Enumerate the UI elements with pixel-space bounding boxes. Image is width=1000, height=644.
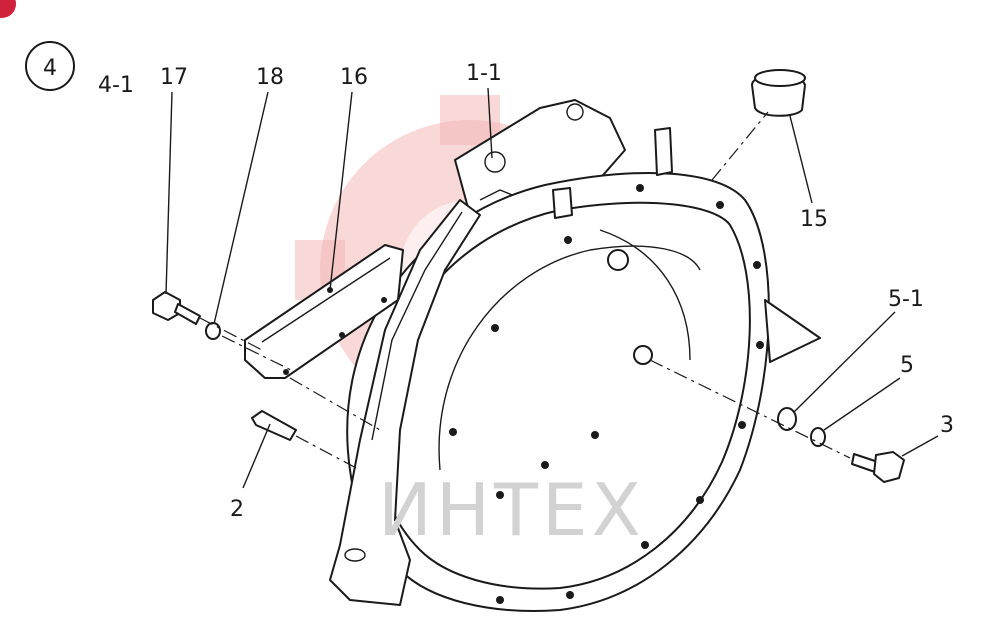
part-18-washer <box>205 322 221 340</box>
callout-3: 3 <box>940 413 954 438</box>
part-5-washer <box>810 427 826 447</box>
part-16-cover-plate <box>244 244 404 379</box>
corner-badge <box>0 0 16 18</box>
group-number: 4 <box>43 56 57 81</box>
part-3-bolt <box>851 451 905 483</box>
callout-15: 15 <box>800 207 828 232</box>
part-15-plug <box>751 69 806 117</box>
callout-17: 17 <box>160 65 188 90</box>
callout-5-1: 5-1 <box>888 287 924 312</box>
rim-bolt-holes <box>449 184 764 604</box>
part-2-stud <box>251 410 297 441</box>
callout-5: 5 <box>900 353 914 378</box>
callout-18: 18 <box>256 65 284 90</box>
part-5-1-washer <box>777 407 797 431</box>
group-label: 4-1 <box>98 73 134 98</box>
watermark-text: ИНТЕХ <box>378 468 645 552</box>
callout-2: 2 <box>230 497 244 522</box>
group-number-marker: 4 <box>25 41 75 91</box>
assembly-center-lines <box>199 111 851 471</box>
part-17-bolt <box>152 291 201 325</box>
callout-16: 16 <box>340 65 368 90</box>
callout-leader-lines <box>165 87 939 489</box>
callout-1-1: 1-1 <box>466 61 502 86</box>
flywheel-housing <box>329 99 821 612</box>
